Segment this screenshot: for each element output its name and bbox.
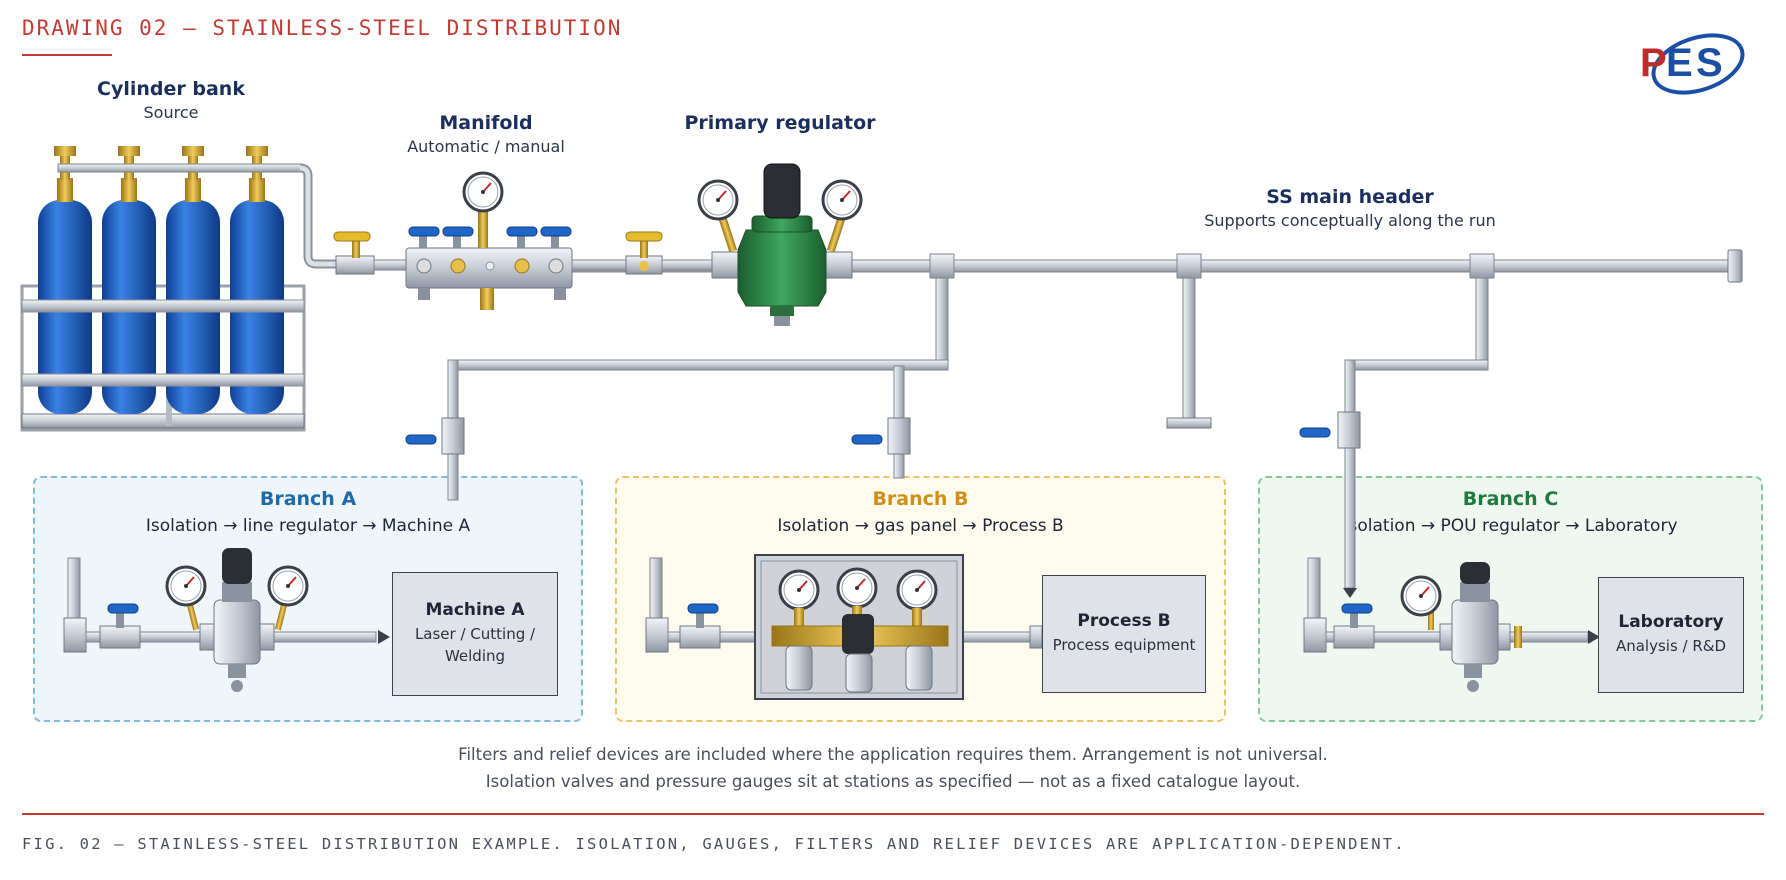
title-underline <box>22 54 112 56</box>
manifold-valve-3 <box>506 226 538 274</box>
header-tee-2 <box>1176 253 1202 279</box>
manifold-title: Manifold <box>439 112 533 134</box>
cylinder-bank-title: Cylinder bank <box>97 78 245 100</box>
manifold-label: Manifold Automatic / manual <box>386 112 586 156</box>
machine-a-line2: Welding <box>444 647 506 665</box>
svg-text:P: P <box>1640 41 1667 85</box>
header-tee-1 <box>929 253 955 279</box>
manifold-valve-4 <box>540 226 572 274</box>
machine-a-title: Machine A <box>425 600 525 621</box>
branch-c-isolation-valve <box>1333 603 1375 649</box>
gas-panel <box>754 554 964 700</box>
branch-a-subtitle: Isolation → line regulator → Machine A <box>145 516 471 536</box>
manifold <box>405 171 627 310</box>
primary-regulator <box>697 163 863 326</box>
branch-b-equipment <box>645 554 1043 700</box>
branch-a-equipment <box>63 548 390 692</box>
drawing-title: DRAWING 02 — STAINLESS-STEEL DISTRIBUTIO… <box>22 16 623 40</box>
isolation-valve-b-drop <box>851 417 911 455</box>
laboratory-desc: Analysis / R&D <box>1615 637 1727 656</box>
primary-regulator-label: Primary regulator <box>670 112 890 134</box>
caption-rule <box>22 813 1764 815</box>
machine-a-box: Machine A Laser / Cutting / Welding <box>392 572 558 696</box>
pes-logo: P E S <box>1640 33 1745 95</box>
header-support <box>1166 277 1212 429</box>
branch-c-subtitle: Isolation → POU regulator → Laboratory <box>1343 516 1678 536</box>
svg-text:S: S <box>1696 41 1723 85</box>
main-header-label: SS main header Supports conceptually alo… <box>1180 186 1520 230</box>
inlet-valve <box>333 231 407 275</box>
branch-b-isolation-valve <box>679 603 721 649</box>
branch-a-isolation-valve <box>99 603 141 649</box>
primary-regulator-title: Primary regulator <box>684 112 876 134</box>
process-b-desc: Process equipment <box>1052 636 1196 655</box>
isolation-valve-a-drop <box>405 417 465 455</box>
laboratory-title: Laboratory <box>1618 612 1724 633</box>
branch-b-title: Branch B <box>872 488 969 510</box>
process-b-box: Process B Process equipment <box>1042 575 1206 693</box>
laboratory-box: Laboratory Analysis / R&D <box>1598 577 1744 693</box>
cylinder-bank <box>20 146 340 432</box>
cylinder-bank-subtitle: Source <box>143 103 199 122</box>
branch-c-equipment <box>1303 557 1600 692</box>
manifold-valve-1 <box>408 226 440 274</box>
branch-a-title: Branch A <box>259 488 357 510</box>
note-line-1: Filters and relief devices are included … <box>458 745 1328 764</box>
main-header-subtitle: Supports conceptually along the run <box>1204 211 1496 230</box>
drop-pipe-c <box>1299 277 1489 598</box>
cylinder-bank-label: Cylinder bank Source <box>78 78 264 122</box>
drop-pipe-a-b <box>447 277 949 501</box>
branch-a-line-regulator <box>165 548 309 692</box>
manifold-subtitle: Automatic / manual <box>407 137 565 156</box>
machine-a-line1: Laser / Cutting / <box>414 625 536 644</box>
branch-c-title: Branch C <box>1462 488 1559 510</box>
manifold-outlet-valve <box>625 231 713 275</box>
branch-b-subtitle: Isolation → gas panel → Process B <box>777 516 1064 536</box>
header-tee-3 <box>1469 253 1495 279</box>
figure-caption: FIG. 02 — STAINLESS-STEEL DISTRIBUTION E… <box>22 835 1406 853</box>
svg-text:E: E <box>1666 41 1693 85</box>
main-header-title: SS main header <box>1266 186 1434 208</box>
process-b-title: Process B <box>1077 611 1171 632</box>
manifold-valve-2 <box>442 226 474 274</box>
pou-regulator <box>1400 562 1522 692</box>
note-line-2: Isolation valves and pressure gauges sit… <box>485 772 1301 791</box>
